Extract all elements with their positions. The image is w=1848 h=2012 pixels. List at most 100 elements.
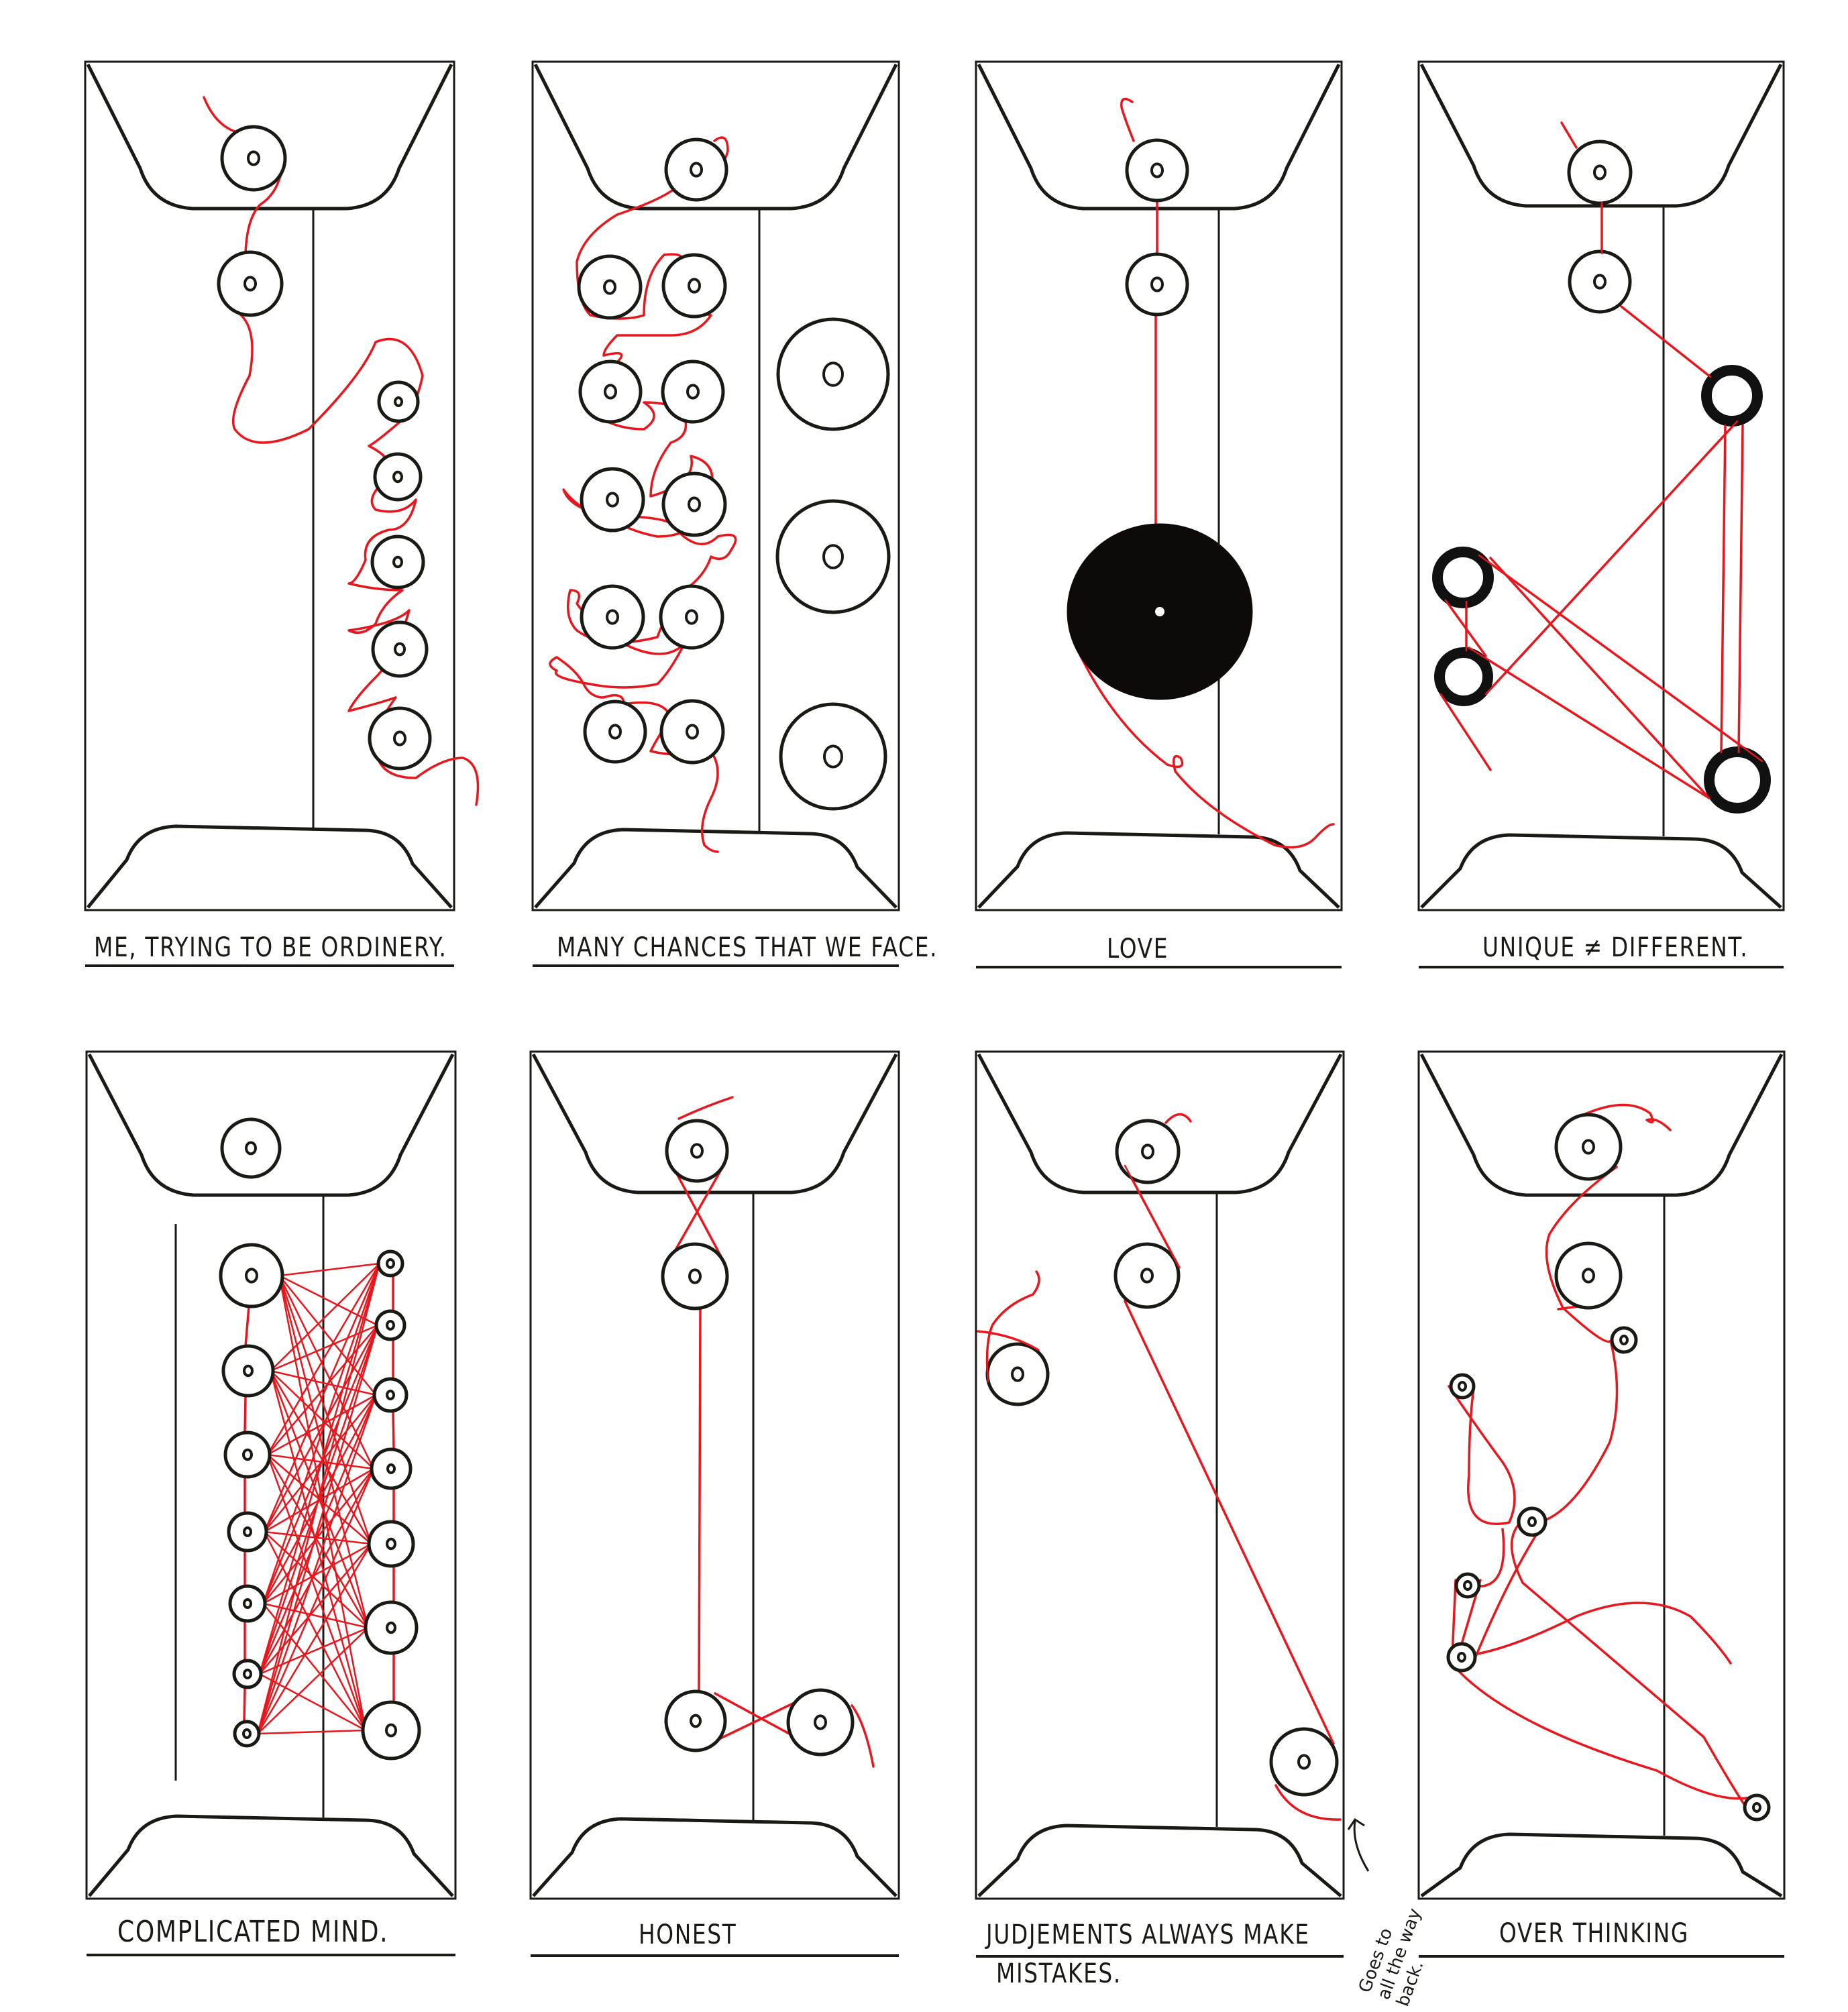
button-hole bbox=[393, 730, 406, 746]
envelope-outline bbox=[975, 1050, 1345, 1900]
envelope-panel-6 bbox=[529, 1050, 900, 1900]
thread bbox=[256, 1729, 367, 1735]
red-thread bbox=[549, 188, 737, 853]
thread bbox=[258, 1673, 367, 1732]
thick-ring-icon bbox=[1704, 746, 1771, 814]
thread bbox=[270, 1262, 381, 1372]
left-column-button-hole bbox=[242, 1728, 252, 1739]
bottom-flap bbox=[1420, 1832, 1783, 1898]
red-thread-over bbox=[1720, 424, 1727, 754]
button-hole bbox=[1582, 1268, 1595, 1284]
envelope-outline bbox=[1417, 1050, 1786, 1900]
envelope-outline bbox=[975, 60, 1343, 911]
caption-panel-2: MANY CHANCES THAT WE FACE. bbox=[557, 932, 938, 963]
top-flap bbox=[1419, 1053, 1784, 1197]
caption-panel-7: JUDJEMENTS ALWAYS MAKE bbox=[986, 1919, 1310, 1950]
red-thread-over bbox=[1274, 1784, 1342, 1821]
button-hole bbox=[1141, 1143, 1154, 1160]
thick-ring-icon bbox=[1701, 365, 1763, 427]
disc-hole bbox=[1155, 607, 1164, 616]
button-hole bbox=[606, 609, 619, 625]
button-hole bbox=[688, 278, 701, 294]
thread bbox=[278, 1262, 381, 1277]
left-column-button-hole bbox=[243, 1669, 252, 1679]
left-column-button-hole bbox=[242, 1448, 253, 1461]
red-thread-over bbox=[1620, 305, 1712, 378]
envelope-outline bbox=[531, 60, 900, 911]
red-thread-over bbox=[1468, 647, 1710, 799]
bottom-flap bbox=[977, 831, 1340, 909]
thread bbox=[256, 1543, 372, 1735]
thread bbox=[266, 1394, 377, 1456]
bottom-flap bbox=[1420, 833, 1782, 909]
thread bbox=[263, 1262, 381, 1533]
thread bbox=[263, 1530, 367, 1732]
thread bbox=[256, 1324, 379, 1735]
envelope-outline bbox=[85, 1050, 457, 1900]
small-button-hole bbox=[1463, 1580, 1472, 1591]
thread bbox=[262, 1543, 372, 1605]
red-thread bbox=[203, 96, 236, 133]
red-thread bbox=[716, 1701, 797, 1741]
button-hole bbox=[690, 1714, 702, 1728]
red-thread-over bbox=[1489, 557, 1710, 799]
button-hole bbox=[1011, 1366, 1024, 1382]
red-thread-over bbox=[1478, 554, 1763, 763]
thread bbox=[262, 1262, 381, 1605]
thread bbox=[262, 1467, 375, 1605]
thread bbox=[263, 1324, 379, 1533]
thread bbox=[266, 1262, 381, 1456]
red-thread bbox=[1449, 1661, 1752, 1800]
button-hole bbox=[1593, 164, 1607, 180]
right-column-button-hole bbox=[386, 1390, 395, 1400]
red-thread bbox=[1541, 1342, 1619, 1522]
red-thread bbox=[1451, 1579, 1457, 1658]
thread bbox=[266, 1453, 370, 1629]
bottom-flap bbox=[532, 1817, 898, 1897]
bottom-flap bbox=[534, 828, 898, 909]
small-button-hole bbox=[1527, 1516, 1537, 1527]
top-flap bbox=[533, 63, 898, 211]
top-flap bbox=[531, 1053, 898, 1194]
thread bbox=[256, 1394, 377, 1735]
thread bbox=[270, 1370, 367, 1732]
large-button-hole bbox=[822, 544, 844, 569]
thread bbox=[243, 1686, 246, 1723]
button-hole bbox=[690, 1143, 704, 1159]
red-thread bbox=[1448, 1385, 1516, 1525]
red-thread-over bbox=[1444, 599, 1487, 657]
button-hole bbox=[392, 470, 403, 484]
red-thread-over bbox=[986, 1270, 1040, 1383]
button-hole bbox=[1140, 1268, 1154, 1284]
thread bbox=[256, 1626, 370, 1735]
button-hole bbox=[1593, 274, 1607, 290]
red-thread bbox=[1120, 97, 1135, 142]
envelope-panel-8 bbox=[1417, 1050, 1786, 1900]
envelope-outline bbox=[84, 60, 455, 911]
thread bbox=[243, 1394, 247, 1434]
button-hole bbox=[1297, 1754, 1311, 1770]
red-thread bbox=[671, 1165, 726, 1264]
right-column-button-hole bbox=[386, 1320, 395, 1331]
left-column-button-hole bbox=[243, 1364, 254, 1378]
small-button-hole bbox=[1752, 1802, 1761, 1813]
caption-panel-1: ME, TRYING TO BE ORDINERY. bbox=[94, 932, 447, 963]
button-hole bbox=[394, 396, 403, 407]
envelope-panel-7 bbox=[975, 1050, 1345, 1900]
button-hole bbox=[688, 1268, 702, 1284]
bottom-flap bbox=[977, 1824, 1342, 1897]
envelope-outline bbox=[1417, 60, 1785, 911]
red-thread bbox=[231, 312, 480, 806]
red-thread bbox=[1568, 1103, 1672, 1131]
red-thread-over bbox=[1560, 121, 1578, 149]
caption-panel-3: LOVE bbox=[1107, 934, 1169, 964]
envelope-outline bbox=[529, 1050, 900, 1900]
red-thread-over bbox=[1737, 424, 1744, 754]
red-thread-over bbox=[1484, 420, 1739, 695]
small-button-hole bbox=[1457, 1652, 1466, 1663]
thread bbox=[266, 1453, 367, 1732]
thread bbox=[258, 1262, 381, 1675]
thread bbox=[244, 1305, 250, 1347]
thread bbox=[256, 1262, 381, 1735]
red-thread bbox=[677, 1096, 734, 1120]
